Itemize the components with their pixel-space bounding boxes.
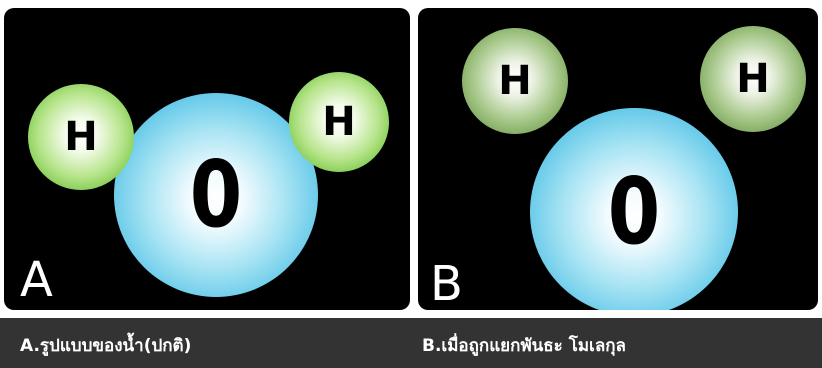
hydrogen-atom-left: H [28, 84, 134, 190]
panel-b-separated-molecule: H H 0 B [418, 8, 818, 310]
hydrogen-atom-right: H [700, 26, 806, 132]
oxygen-atom: 0 [530, 108, 738, 310]
panel-letter: A [20, 256, 53, 304]
panel-letter: B [430, 260, 463, 308]
hydrogen-label: H [64, 117, 97, 157]
oxygen-atom: 0 [114, 93, 318, 297]
caption-b: B.เมื่อถูกแยกพันธะ โมเลกุล [422, 332, 626, 359]
caption-a: A.รูปแบบของน้ำ(ปกติ) [20, 332, 191, 359]
hydrogen-atom-right: H [289, 72, 389, 172]
hydrogen-label: H [322, 102, 355, 142]
hydrogen-label: H [736, 59, 769, 99]
panel-a-bonded-molecule: 0 H H A [4, 8, 410, 310]
oxygen-label: 0 [190, 149, 242, 241]
caption-bar: A.รูปแบบของน้ำ(ปกติ) B.เมื่อถูกแยกพันธะ … [0, 318, 822, 368]
oxygen-label: 0 [608, 166, 660, 258]
hydrogen-label: H [498, 61, 531, 101]
hydrogen-atom-left: H [462, 28, 568, 134]
